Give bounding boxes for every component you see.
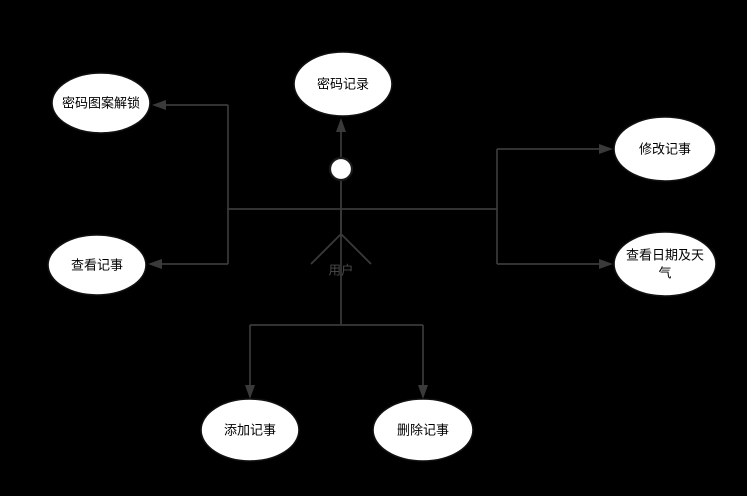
connector-group-right xyxy=(496,144,613,269)
connector-group-left xyxy=(148,100,497,269)
arrow-head-modify-note xyxy=(599,144,613,154)
use-case-label-line1: 查看日期及天 xyxy=(626,248,704,264)
arrow-head-password-pattern-unlock xyxy=(152,100,166,110)
use-case-view-date-weather[interactable]: 查看日期及天 气 xyxy=(613,231,717,297)
connector-group-bottom xyxy=(245,209,428,399)
arrow-head-add-note xyxy=(245,385,255,399)
actor-head-icon xyxy=(328,156,354,182)
arrow-head-delete-note xyxy=(418,385,428,399)
arrow-head-view-date-weather xyxy=(599,259,613,269)
use-case-add-note[interactable]: 添加记事 xyxy=(200,398,300,462)
actor-legs-line xyxy=(310,232,372,265)
use-case-delete-note[interactable]: 删除记事 xyxy=(372,398,474,462)
use-case-ellipse[interactable] xyxy=(613,116,717,182)
use-case-label: 密码记录 xyxy=(317,77,369,93)
actor-label: 用户 xyxy=(328,263,353,278)
use-case-label: 修改记事 xyxy=(639,143,691,158)
use-case-password-pattern-unlock[interactable]: 密码图案解锁 xyxy=(51,72,151,134)
use-case-ellipse[interactable] xyxy=(613,231,717,297)
use-case-label: 添加记事 xyxy=(224,424,276,439)
use-case-ellipse[interactable] xyxy=(293,51,393,117)
use-case-label-line2: 气 xyxy=(658,266,671,282)
use-case-ellipse[interactable] xyxy=(51,72,151,134)
use-case-modify-note[interactable]: 修改记事 xyxy=(613,116,717,182)
use-case-label: 查看记事 xyxy=(71,258,123,274)
use-case-ellipse[interactable] xyxy=(200,398,300,462)
arrow-head-view-note xyxy=(148,259,162,269)
use-case-password-record[interactable]: 密码记录 xyxy=(293,51,393,117)
actor-用户[interactable]: 用户 xyxy=(310,156,372,278)
use-case-ellipse[interactable] xyxy=(372,398,474,462)
arrow-head-password-record xyxy=(336,118,346,132)
use-case-view-note[interactable]: 查看记事 xyxy=(47,234,147,296)
use-case-label: 密码图案解锁 xyxy=(62,96,140,112)
use-case-ellipse[interactable] xyxy=(47,234,147,296)
use-case-label: 删除记事 xyxy=(397,424,449,439)
